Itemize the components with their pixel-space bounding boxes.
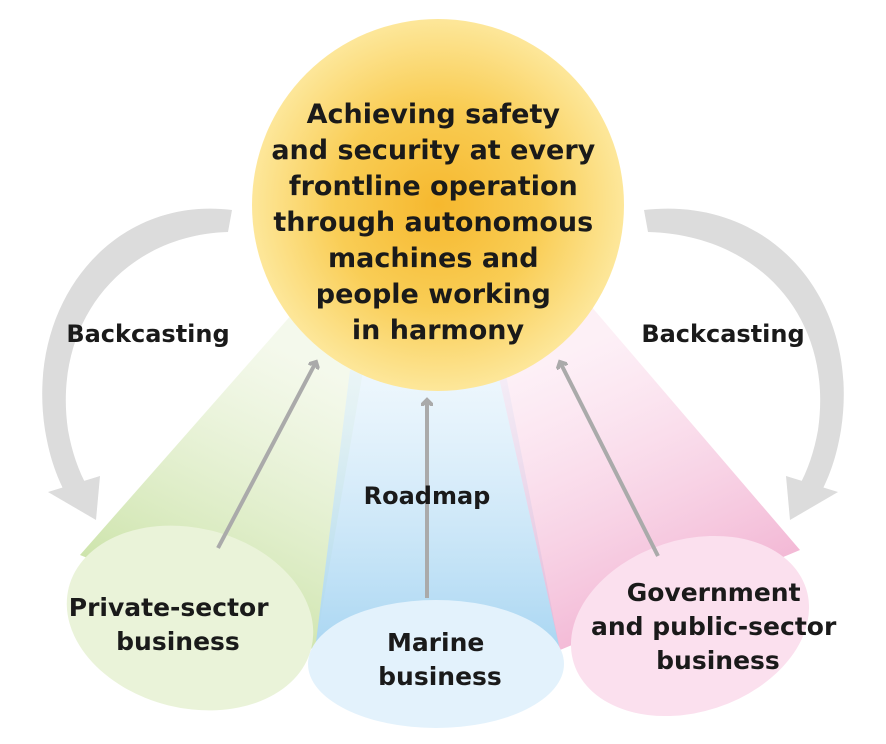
roadmap-label: Roadmap: [364, 482, 491, 510]
backcasting-right-arrow: [644, 208, 844, 520]
private-sector-arrow: [216, 362, 316, 549]
backcasting-left-label: Backcasting: [66, 320, 229, 348]
goal-line: people working: [316, 279, 551, 310]
marine-beam: [315, 370, 560, 650]
goal-line: and security at every: [271, 135, 595, 166]
marine-ellipse: [308, 600, 564, 728]
government-arrow: [560, 362, 660, 557]
government-ellipse: [570, 535, 810, 717]
government-line: business: [656, 646, 780, 675]
private-sector-ellipse: [66, 525, 314, 711]
goal-line: in harmony: [352, 315, 525, 346]
backcasting-left-arrow: [42, 208, 232, 520]
private-sector-line: Private-sector: [69, 593, 269, 622]
goal-line: through autonomous: [273, 207, 593, 238]
marine-line: Marine: [387, 628, 484, 657]
government-line: Government: [627, 578, 801, 607]
goal-line: frontline operation: [289, 171, 578, 202]
government-label: Government and public-sector business: [591, 578, 845, 675]
goal-text: Achieving safety and security at every f…: [271, 99, 604, 346]
private-sector-line: business: [116, 627, 240, 656]
goal-circle: [252, 19, 624, 391]
government-line: and public-sector: [591, 612, 837, 641]
backcasting-right-label: Backcasting: [641, 320, 804, 348]
goal-line: machines and: [328, 243, 539, 274]
marine-label: Marine business: [378, 628, 502, 691]
goal-line: Achieving safety: [307, 99, 561, 130]
marine-line: business: [378, 662, 502, 691]
private-sector-label: Private-sector business: [69, 593, 278, 656]
